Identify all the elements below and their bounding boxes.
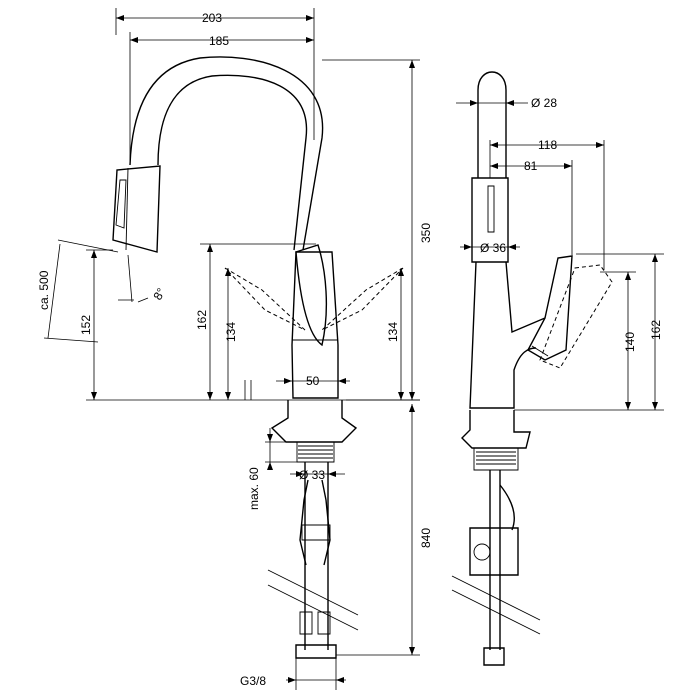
label-118: 118	[538, 138, 557, 152]
label-162-side: 162	[649, 320, 663, 340]
label-diameter-28: Ø 28	[531, 96, 557, 110]
label-185: 185	[209, 34, 229, 48]
label-203: 203	[202, 11, 222, 25]
label-max-60: max. 60	[247, 467, 261, 510]
front-dimension-labels: 203 185 350 162 134 134 152 ca. 500 8° 5…	[37, 11, 433, 688]
label-134-right: 134	[386, 322, 400, 342]
side-dimension-lines	[456, 100, 664, 411]
front-dimension-lines	[43, 8, 420, 690]
label-140: 140	[623, 332, 637, 352]
label-134-left: 134	[224, 322, 238, 342]
front-faucet-outline	[112, 56, 404, 659]
side-dimension-labels: Ø 28 Ø 36 118 81 140 162	[480, 96, 663, 352]
side-faucet-outline	[451, 71, 613, 666]
label-50: 50	[306, 374, 320, 388]
label-g3-8: G3/8	[240, 674, 266, 688]
label-350: 350	[419, 223, 433, 243]
label-angle-8: 8°	[150, 285, 168, 302]
label-840: 840	[419, 528, 433, 548]
label-ca-500: ca. 500	[37, 270, 51, 310]
label-162: 162	[195, 310, 209, 330]
label-diameter-36: Ø 36	[480, 241, 506, 255]
label-152: 152	[79, 315, 93, 335]
label-81: 81	[524, 159, 538, 173]
label-diameter-33: Ø 33	[299, 468, 325, 482]
